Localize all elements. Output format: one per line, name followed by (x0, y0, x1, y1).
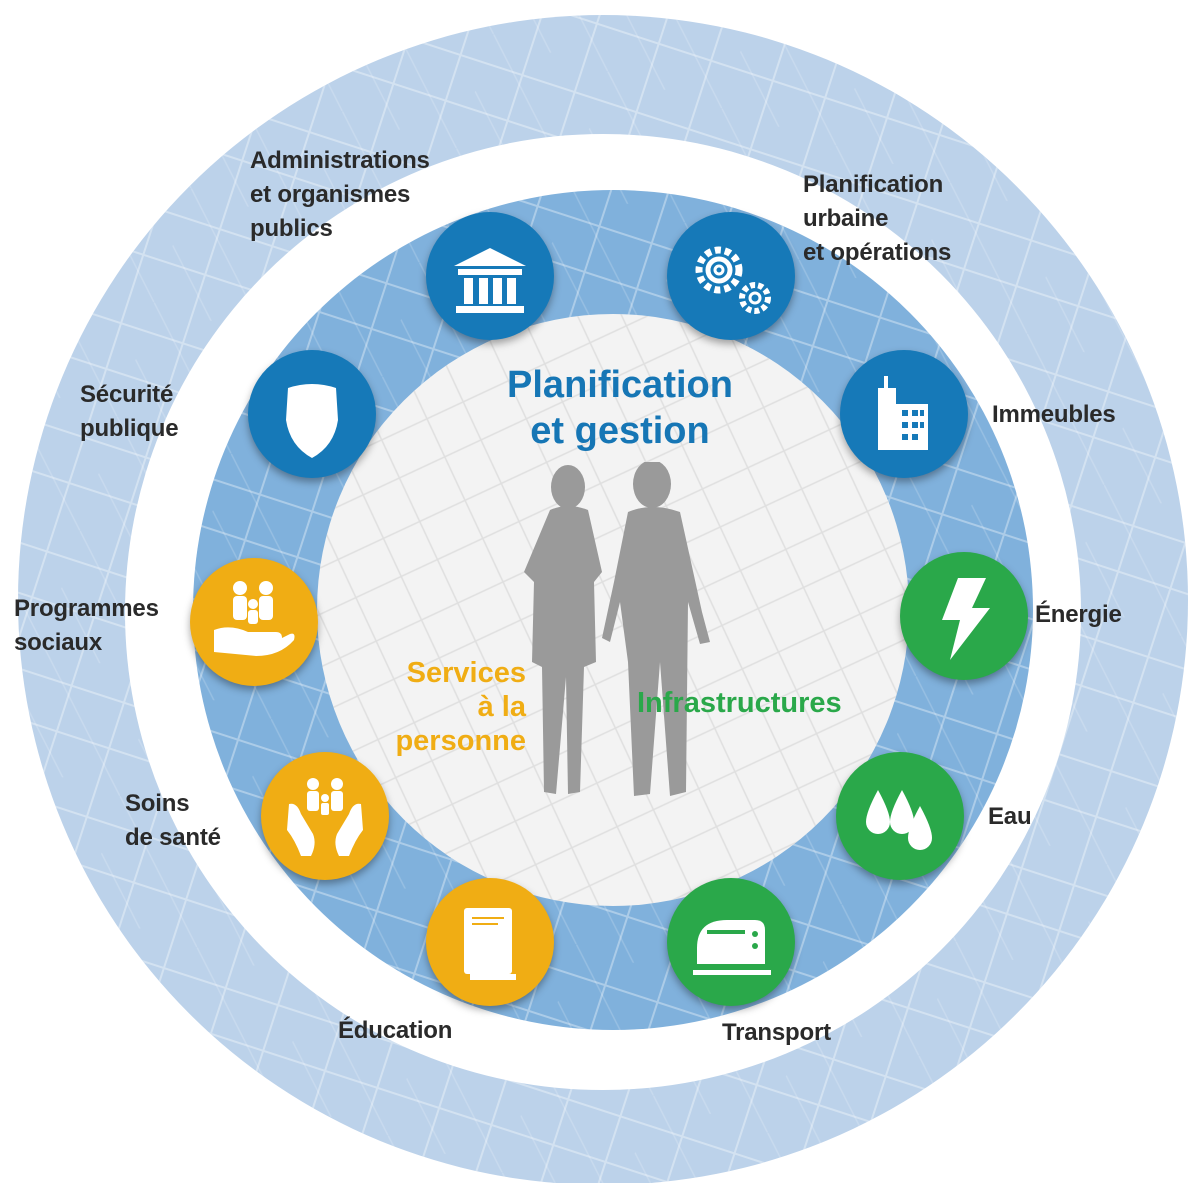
label-transport-text: Transport (722, 1019, 831, 1046)
book-icon (464, 908, 516, 980)
label-energy: Énergie (1035, 598, 1122, 632)
building-columns-icon (454, 248, 526, 313)
label-security: Sécurité publique (80, 378, 179, 446)
shield-icon (286, 384, 338, 458)
water-drops-icon (866, 790, 932, 850)
train-icon (693, 920, 771, 975)
group-label-infrastructures: Infrastructures (637, 686, 842, 720)
label-water-text: Eau (988, 803, 1032, 830)
label-planning-line2: urbaine (803, 205, 889, 232)
group-human-line3: personne (395, 725, 526, 757)
label-security-line1: Sécurité (80, 381, 174, 408)
label-water: Eau (988, 800, 1032, 834)
people-silhouette (524, 462, 710, 796)
energy-node[interactable] (900, 552, 1028, 680)
label-transport: Transport (722, 1016, 831, 1050)
label-admin-line2: et organismes (250, 181, 411, 208)
health-node[interactable] (261, 752, 389, 880)
label-admin-line1: Administrations (250, 147, 430, 174)
group-human-line1: Services (406, 657, 526, 689)
label-health: Soins de santé (125, 787, 221, 855)
label-planning-line3: et opérations (803, 239, 952, 266)
label-health-line1: Soins (125, 790, 190, 817)
label-education-text: Éducation (338, 1017, 453, 1044)
label-security-line2: publique (80, 415, 179, 442)
label-buildings: Immeubles (992, 398, 1116, 432)
group-human-line2: à la (477, 691, 526, 723)
admin-node[interactable] (426, 212, 554, 340)
education-node[interactable] (426, 878, 554, 1006)
water-node[interactable] (836, 752, 964, 880)
label-energy-text: Énergie (1035, 601, 1122, 628)
group-label-human-services: Services à la personne (376, 656, 526, 758)
label-social-line2: sociaux (14, 629, 102, 656)
planning-node[interactable] (667, 212, 795, 340)
label-buildings-text: Immeubles (992, 401, 1116, 428)
security-node[interactable] (248, 350, 376, 478)
group-infra-text: Infrastructures (637, 687, 842, 719)
hands-family-icon (287, 778, 363, 856)
buildings-icon (878, 376, 928, 450)
gears-icon (695, 246, 771, 314)
buildings-node[interactable] (840, 350, 968, 478)
center-title-line2: et gestion (530, 410, 710, 452)
center-title-line1: Planification (507, 364, 733, 406)
label-social-line1: Programmes (14, 595, 159, 622)
label-planning: Planification urbaine et opérations (803, 168, 951, 270)
label-planning-line1: Planification (803, 171, 944, 198)
label-social: Programmes sociaux (14, 592, 159, 660)
lightning-icon (942, 578, 990, 660)
transport-node[interactable] (667, 878, 795, 1006)
label-admin: Administrations et organismes publics (250, 144, 430, 246)
label-health-line2: de santé (125, 824, 221, 851)
center-title: Planification et gestion (420, 362, 820, 454)
social-node[interactable] (190, 558, 318, 686)
hand-people-icon (214, 581, 295, 656)
label-admin-line3: publics (250, 215, 333, 242)
label-education: Éducation (338, 1014, 452, 1048)
